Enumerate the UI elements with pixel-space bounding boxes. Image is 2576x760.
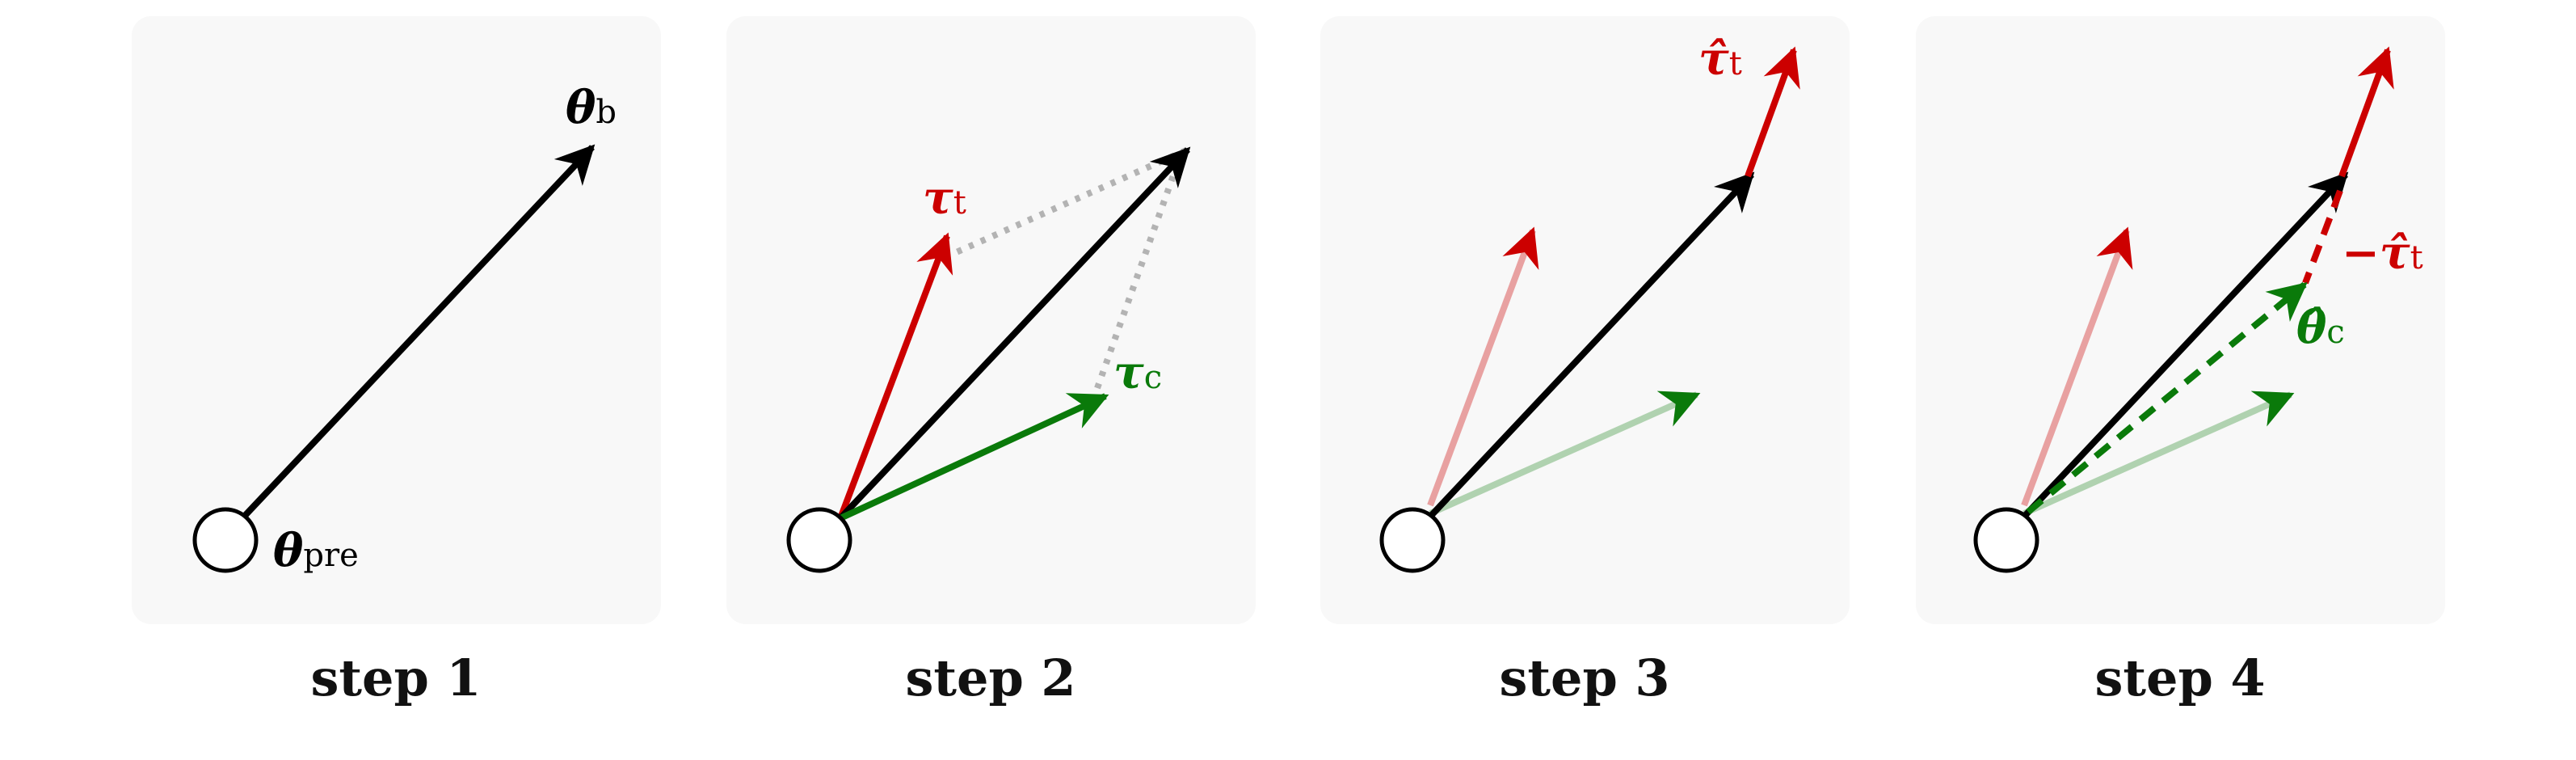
theta-b-label: θb <box>566 81 617 134</box>
panel-background <box>1916 16 2445 624</box>
theta-b-vector <box>1426 171 1755 521</box>
panel-step-1: θpre θb step 1 <box>132 16 661 707</box>
panel-step-2: τt τc step 2 <box>726 16 1256 707</box>
step-caption: step 3 <box>1499 648 1669 707</box>
panel-step-4: −τ̂t θ̂c step 4 <box>1916 16 2445 707</box>
neg-tau-hat-t-vector <box>2302 189 2343 285</box>
panel-background <box>1320 16 1850 624</box>
theta-hat-c-label: θ̂c <box>2296 301 2345 354</box>
step-caption: step 1 <box>310 648 481 707</box>
theta-pre-label: θpre <box>273 524 359 577</box>
faded-tau-c-vector <box>1429 391 1701 517</box>
step-caption: step 4 <box>2094 648 2265 707</box>
tau-c-vector <box>839 393 1109 521</box>
tau-t-label: τt <box>923 171 966 225</box>
tau-t-vector <box>837 232 953 520</box>
faded-tau-c-vector <box>2022 391 2295 517</box>
step-caption: step 2 <box>905 648 1075 707</box>
theta-b-vector <box>838 146 1191 521</box>
theta-b-vector <box>240 144 596 521</box>
faded-tau-t-vector <box>1427 226 1539 507</box>
theta-hat-c-vector <box>2026 281 2308 515</box>
tau-hat-t-vector <box>2338 46 2394 178</box>
tau-c-label: τc <box>1113 346 1162 399</box>
tau-hat-t-label: τ̂t <box>1698 32 1742 86</box>
neg-tau-hat-t-label: −τ̂t <box>2342 226 2423 280</box>
theta-pre-point <box>1973 507 2039 573</box>
tau-hat-t-vector <box>1745 46 1800 178</box>
parallelogram-guide-top <box>944 146 1189 260</box>
faded-tau-t-vector <box>2021 226 2133 507</box>
theta-pre-point <box>1379 507 1446 573</box>
panel-background <box>132 16 661 624</box>
theta-b-vector <box>2020 171 2349 521</box>
theta-pre-point <box>786 507 852 573</box>
theta-pre-point <box>192 507 259 573</box>
panel-step-3: τ̂t step 3 <box>1320 16 1850 707</box>
parallelogram-guide-right <box>1094 156 1183 390</box>
